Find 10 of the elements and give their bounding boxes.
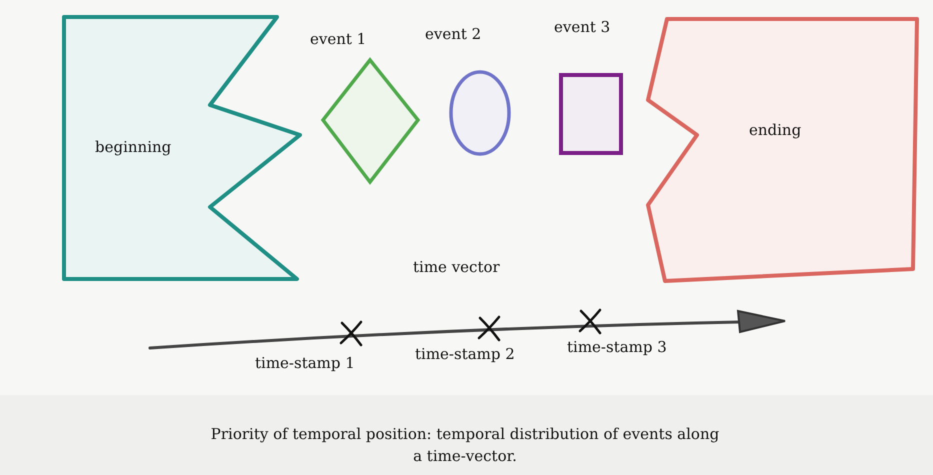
timestamp-label: time-stamp 3: [567, 338, 667, 356]
node-label: ending: [749, 121, 802, 139]
timestamp-label: time-stamp 1: [255, 354, 355, 372]
event-label: event 2: [425, 25, 482, 43]
event-label: event 3: [554, 18, 610, 36]
timestamp-label: time-stamp 2: [415, 345, 515, 363]
node-label: beginning: [95, 138, 172, 156]
event-label: event 1: [310, 30, 366, 48]
axis-label: time vector: [413, 258, 500, 276]
caption: Priority of temporal position: temporal distribution of events along a time-vector.: [210, 424, 720, 467]
